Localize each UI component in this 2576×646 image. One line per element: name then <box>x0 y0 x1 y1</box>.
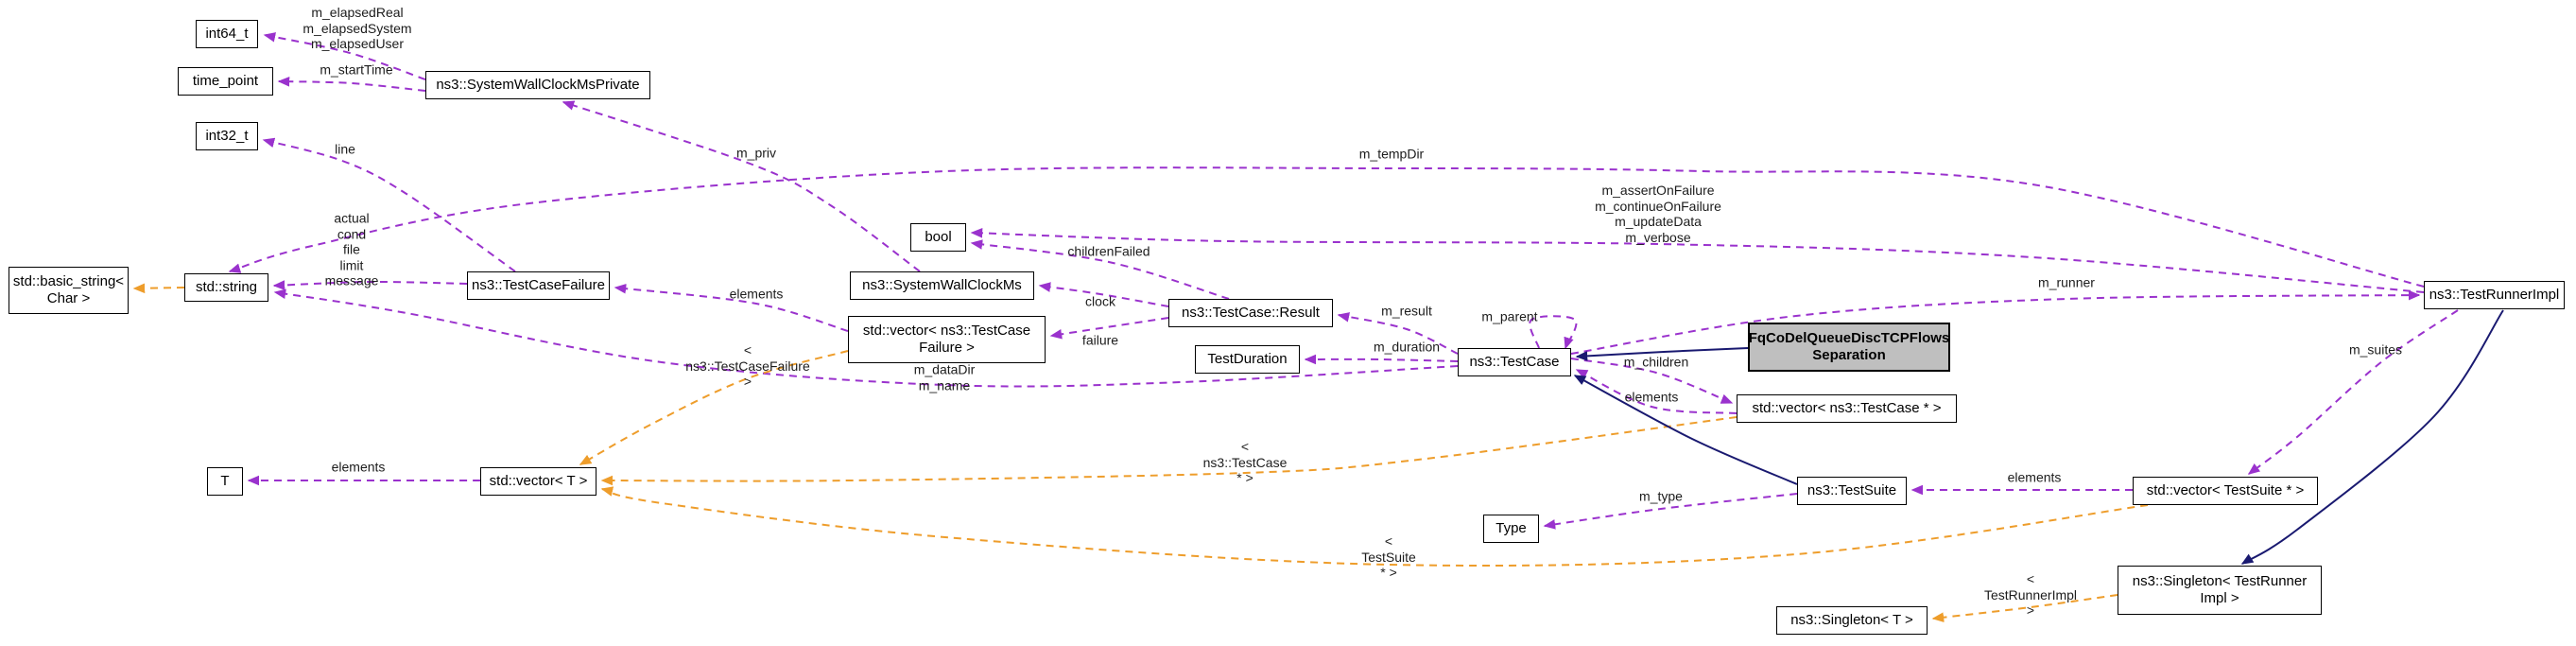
edge-m-name <box>273 288 1459 388</box>
edge-childrenfailed <box>970 239 1230 300</box>
edge-m-duration <box>1304 354 1459 365</box>
node-testsuite[interactable]: ns3::TestSuite <box>1797 477 1907 505</box>
node-singleton-t[interactable]: ns3::Singleton< T > <box>1776 606 1928 635</box>
node-vector-t[interactable]: std::vector< T > <box>480 467 596 496</box>
edge-clock <box>1038 282 1169 307</box>
edge-tmpl-testcasefailure <box>579 350 849 465</box>
node-int32-t[interactable]: int32_t <box>196 122 258 150</box>
node-testduration[interactable]: TestDuration <box>1195 345 1300 374</box>
node-vector-testsuite-ptr[interactable]: std::vector< TestSuite * > <box>2133 477 2318 505</box>
node-vector-testcase-ptr[interactable]: std::vector< ns3::TestCase * > <box>1737 394 1957 423</box>
node-std-string[interactable]: std::string <box>184 273 268 302</box>
edge-elements-tc <box>1575 369 1738 414</box>
node-basic-string[interactable]: std::basic_string< Char > <box>9 267 129 314</box>
edge-inherit-fqcodel <box>1575 347 1749 361</box>
node-int64-t[interactable]: int64_t <box>196 20 258 48</box>
edge-failure-strings <box>272 280 468 290</box>
node-bool[interactable]: bool <box>910 223 966 252</box>
node-testrunnerimpl[interactable]: ns3::TestRunnerImpl <box>2424 281 2565 309</box>
node-vector-testcasefailure[interactable]: std::vector< ns3::TestCase Failure > <box>848 316 1046 363</box>
edge-failure <box>1049 317 1169 340</box>
edge-m-type <box>1543 493 1798 530</box>
edge-m-children <box>1570 358 1734 404</box>
edge-m-runner <box>1570 289 2421 355</box>
node-testcase[interactable]: ns3::TestCase <box>1458 348 1571 376</box>
edge-m-starttime <box>277 76 426 92</box>
node-testcase-result[interactable]: ns3::TestCase::Result <box>1168 299 1333 327</box>
node-type[interactable]: Type <box>1483 515 1539 543</box>
node-singleton-testrunnerimpl[interactable]: ns3::Singleton< TestRunner Impl > <box>2118 566 2322 615</box>
edge-m-priv <box>562 100 921 272</box>
edge-tmpl-testrunnerimpl <box>1931 594 2118 622</box>
node-syswallclockms-private[interactable]: ns3::SystemWallClockMsPrivate <box>425 71 650 99</box>
edge-m-flags <box>970 228 2425 293</box>
edge-m-elapsed <box>263 32 426 80</box>
edge-m-result <box>1337 312 1459 355</box>
node-fqcodel-class: FqCoDelQueueDiscTCPFlows Separation <box>1748 323 1950 372</box>
edge-tmpl-testcase-ptr <box>600 416 1738 486</box>
edge-tmpl-testsuite-ptr <box>600 486 2149 567</box>
edge-inherit-testsuite <box>1573 375 1798 485</box>
edge-m-parent <box>1529 315 1578 350</box>
edge-line <box>262 137 516 272</box>
edge-m-suites <box>2247 309 2459 475</box>
node-t[interactable]: T <box>207 467 243 496</box>
node-time-point[interactable]: time_point <box>178 67 273 96</box>
edge-inherit-testrunnerimpl <box>2240 309 2504 565</box>
edge-elements-tcf <box>614 283 849 332</box>
node-syswallclockms[interactable]: ns3::SystemWallClockMs <box>850 271 1034 300</box>
edge-m-tempdir <box>228 166 2425 288</box>
node-testcasefailure[interactable]: ns3::TestCaseFailure <box>467 271 610 300</box>
